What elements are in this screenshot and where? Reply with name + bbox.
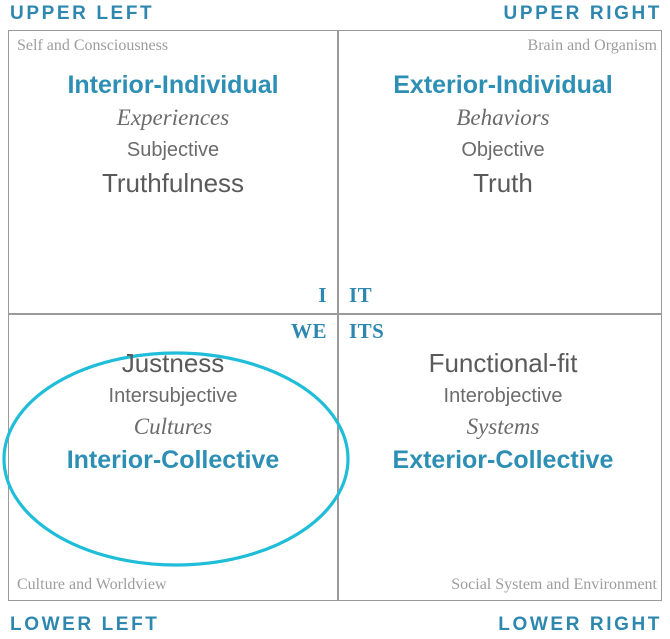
quadrant-lower-right-plain: Interobjective [443, 385, 563, 408]
quadrant-upper-right-stack: Exterior-Individual Behaviors Objective … [339, 55, 667, 201]
quadrant-lower-left[interactable]: Justness Intersubjective Cultures Interi… [9, 315, 337, 600]
corner-label-upper-left: UPPER LEFT [10, 3, 155, 24]
quadrant-upper-left-large: Truthfulness [101, 167, 245, 198]
quadrant-grid: Self and Consciousness Interior-Individu… [2, 30, 662, 601]
vertical-divider [337, 31, 339, 600]
quadrant-lower-right-title: Exterior-Collective [392, 446, 614, 475]
quadrant-lower-left-subtitle: Culture and Worldview [17, 576, 167, 593]
quadrant-upper-right-italic: Behaviors [456, 105, 550, 130]
corner-label-upper-right: UPPER RIGHT [503, 3, 662, 24]
quadrant-upper-left-italic: Experiences [116, 105, 230, 130]
quadrant-lower-left-italic: Cultures [133, 414, 213, 440]
corner-label-lower-right: LOWER RIGHT [498, 614, 662, 635]
horizontal-divider [9, 313, 661, 315]
quadrant-upper-left[interactable]: Self and Consciousness Interior-Individu… [9, 31, 337, 313]
pronoun-label-it: IT [349, 283, 373, 307]
quadrant-lower-left-plain: Intersubjective [108, 385, 238, 408]
quadrant-lower-right-stack: Functional-fit Interobjective Systems Ex… [339, 315, 667, 477]
quadrant-lower-right[interactable]: Functional-fit Interobjective Systems Ex… [339, 315, 667, 600]
quadrant-upper-left-subtitle: Self and Consciousness [17, 37, 169, 54]
pronoun-label-i: I [318, 283, 327, 307]
quadrant-upper-right[interactable]: Brain and Organism Exterior-Individual B… [339, 31, 667, 313]
quadrant-lower-left-large: Justness [121, 348, 225, 378]
quadrant-upper-right-large: Truth [473, 167, 533, 198]
quadrant-lower-right-large: Functional-fit [428, 348, 578, 378]
corner-label-lower-left: LOWER LEFT [10, 614, 160, 635]
quadrant-lower-left-title: Interior-Collective [66, 446, 280, 475]
quadrant-upper-left-stack: Interior-Individual Experiences Subjecti… [9, 55, 337, 201]
quadrant-lower-right-italic: Systems [466, 414, 540, 440]
quadrant-lower-right-subtitle: Social System and Environment [451, 576, 657, 593]
quadrant-upper-right-subtitle: Brain and Organism [527, 37, 657, 54]
quadrant-upper-left-title: Interior-Individual [67, 71, 279, 99]
pronoun-label-we: WE [290, 319, 327, 343]
pronoun-label-its: ITS [349, 319, 385, 343]
quadrant-upper-left-plain: Subjective [126, 138, 220, 161]
quadrant-upper-right-plain: Objective [461, 138, 545, 161]
quadrant-upper-right-title: Exterior-Individual [393, 71, 613, 99]
